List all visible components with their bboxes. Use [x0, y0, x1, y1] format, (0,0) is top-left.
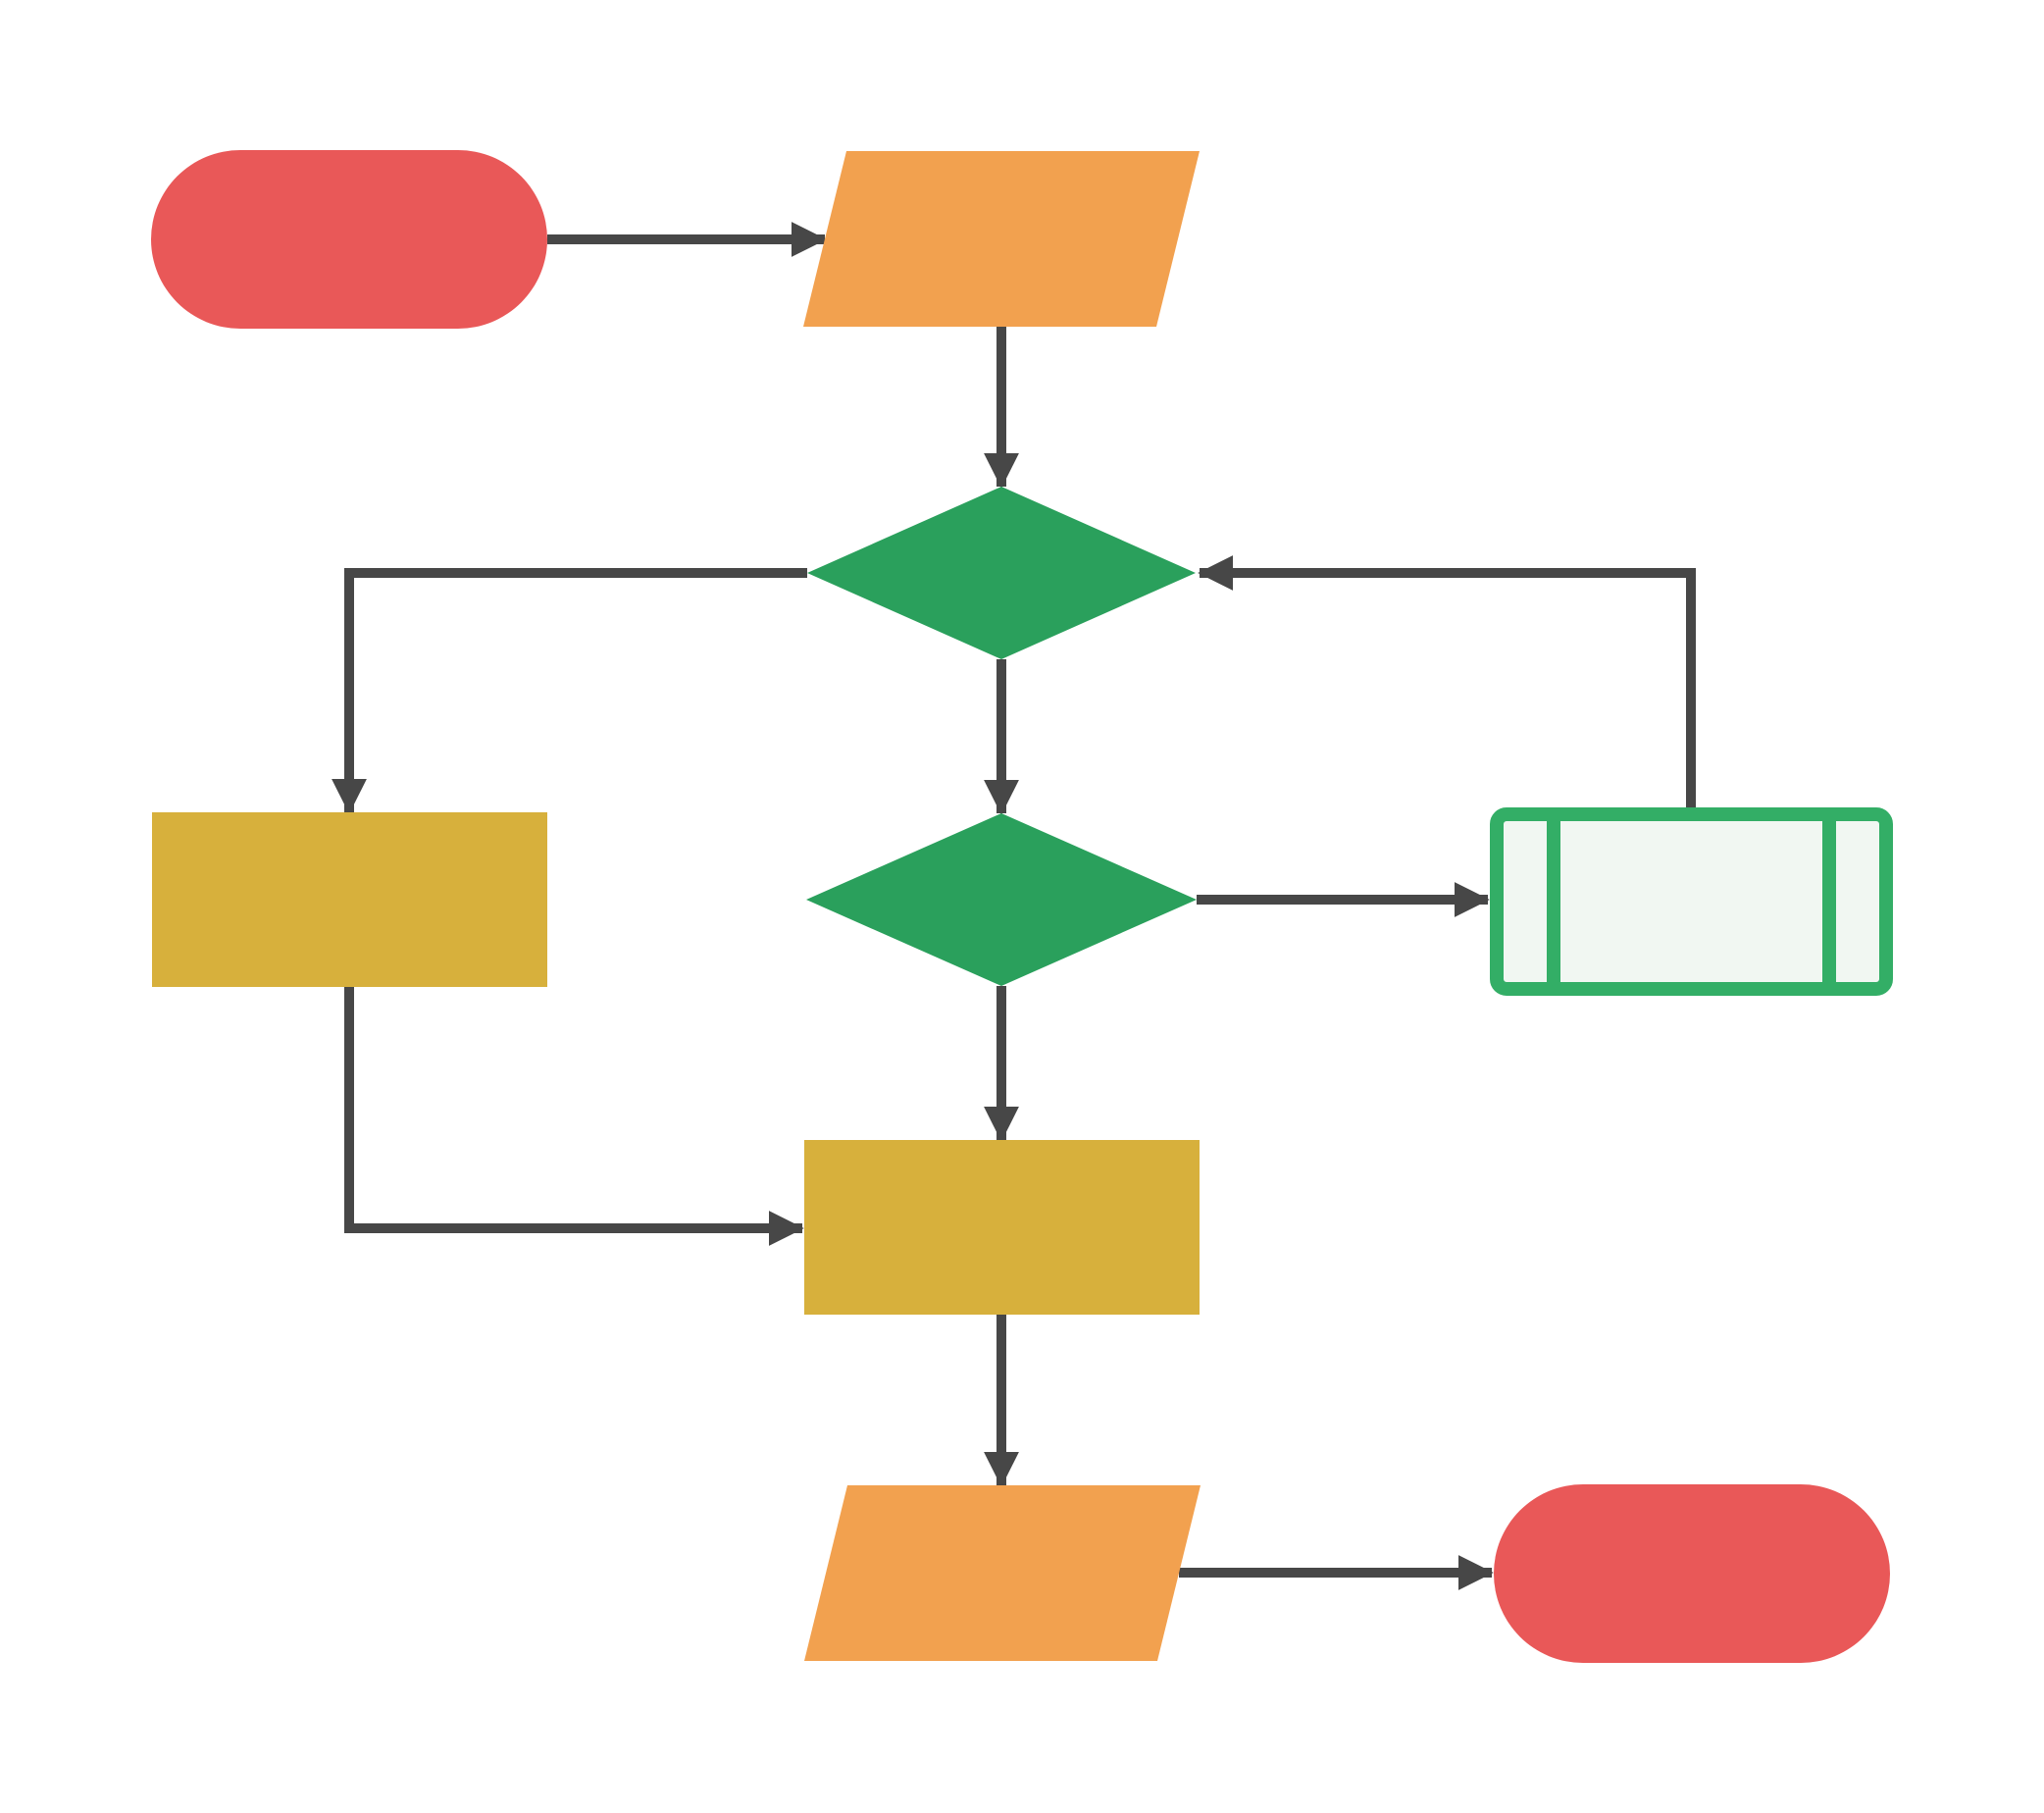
input-output-top: [803, 151, 1200, 327]
decision-1: [807, 487, 1196, 659]
edge-process-left-to-process-center: [344, 987, 804, 1246]
input-output-bottom: [804, 1485, 1201, 1661]
edge-predefined-to-decision1: [1198, 555, 1696, 807]
process-left: [152, 812, 547, 987]
predefined-process-body: [1490, 807, 1893, 996]
predefined-process: [1490, 807, 1893, 996]
decision-2: [806, 813, 1197, 986]
end-terminator: [1494, 1484, 1890, 1663]
process-center: [804, 1140, 1200, 1315]
edge-decision1-to-process-left: [332, 568, 807, 814]
start-terminator: [151, 150, 547, 329]
